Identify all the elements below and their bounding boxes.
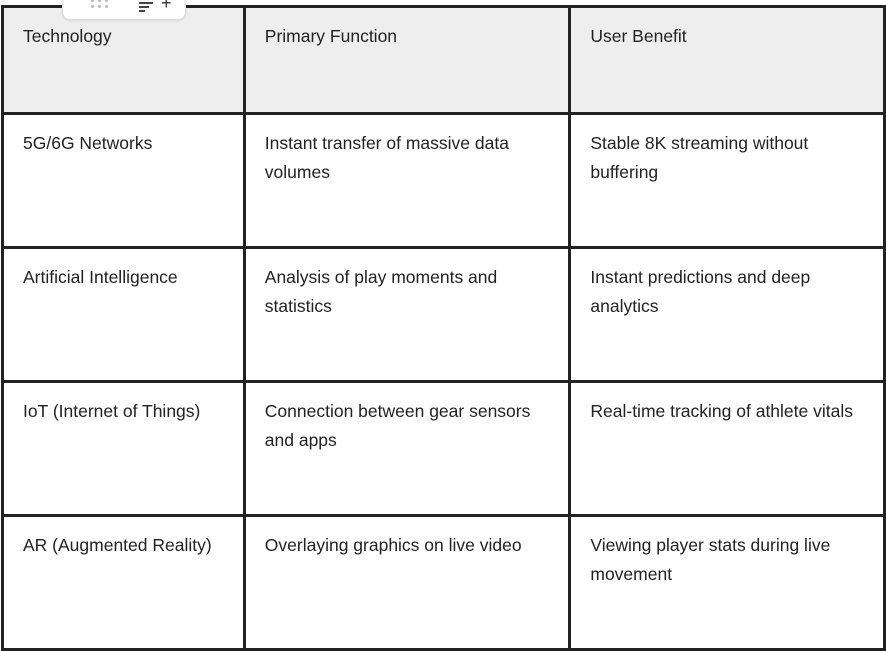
table-cell[interactable]: Analysis of play moments and statistics <box>242 246 572 383</box>
header-cell[interactable]: Primary Function <box>242 5 572 115</box>
table-cell[interactable]: IoT (Internet of Things) <box>1 380 246 517</box>
table-cell[interactable]: Connection between gear sensors and apps <box>242 380 572 517</box>
table-cell[interactable]: Instant predictions and deep analytics <box>568 246 886 383</box>
table-row: IoT (Internet of Things) Connection betw… <box>1 380 886 517</box>
table-cell[interactable]: Artificial Intelligence <box>1 246 246 383</box>
table-cell[interactable]: Real-time tracking of athlete vitals <box>568 380 886 517</box>
technology-table: Technology Primary Function User Benefit… <box>1 5 886 651</box>
sort-icon[interactable] <box>139 2 153 14</box>
table-cell[interactable]: Stable 8K streaming without buffering <box>568 112 886 249</box>
table-cell[interactable]: Overlaying graphics on live video <box>242 514 572 651</box>
add-icon[interactable]: + <box>161 0 172 13</box>
header-cell[interactable]: User Benefit <box>568 5 886 115</box>
header-cell[interactable]: Technology <box>1 5 246 115</box>
table-row: AR (Augmented Reality) Overlaying graphi… <box>1 514 886 651</box>
drag-handle-icon[interactable] <box>91 0 111 9</box>
table-cell[interactable]: 5G/6G Networks <box>1 112 246 249</box>
table-toolbar: + <box>62 0 186 20</box>
table-row: 5G/6G Networks Instant transfer of massi… <box>1 112 886 249</box>
table-cell[interactable]: AR (Augmented Reality) <box>1 514 246 651</box>
table-row: Artificial Intelligence Analysis of play… <box>1 246 886 383</box>
table-cell[interactable]: Instant transfer of massive data volumes <box>242 112 572 249</box>
table-header-row: Technology Primary Function User Benefit <box>1 5 886 115</box>
table-cell[interactable]: Viewing player stats during live movemen… <box>568 514 886 651</box>
